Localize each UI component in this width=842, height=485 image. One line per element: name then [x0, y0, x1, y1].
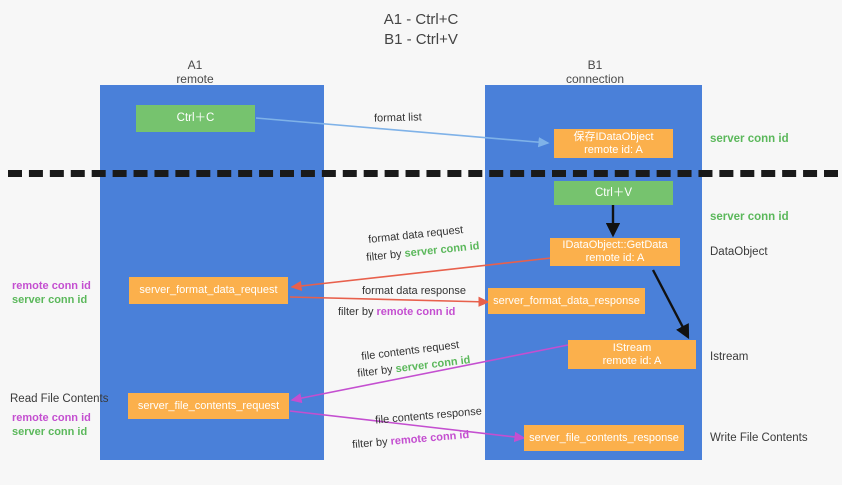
label-read-file-contents-text: Read File Contents — [10, 393, 109, 405]
title-line-2: B1 - Ctrl+V — [384, 31, 458, 48]
caption-format-data-response-filter-token: remote conn id — [376, 306, 456, 318]
label-write-file-contents-text: Write File Contents — [710, 432, 808, 444]
column-header-b1: B1 connection — [530, 58, 660, 86]
box-istream[interactable]: IStream remote id: A — [568, 340, 696, 369]
conn-stack-file-remote: remote conn id — [12, 412, 91, 424]
conn-stack-format: remote conn id server conn id — [12, 279, 91, 307]
label-dataobject: DataObject — [710, 245, 768, 260]
column-a1-sub: remote — [176, 72, 214, 86]
box-ctrl-v[interactable]: Ctrl＋V — [554, 181, 673, 205]
caption-format-data-response-filter-prefix: filter by — [338, 306, 377, 318]
caption-format-data-response: format data response — [362, 284, 466, 298]
caption-format-list-text: format list — [373, 111, 422, 125]
arrow-format-data-request — [290, 257, 552, 292]
box-save-idataobject-line2: remote id: A — [584, 143, 643, 156]
box-idataobject-getdata-line2: remote id: A — [585, 252, 645, 264]
arrow-file-contents-request — [290, 344, 569, 404]
box-istream-line2: remote id: A — [602, 354, 662, 367]
conn-stack-format-server: server conn id — [12, 294, 88, 306]
diagram-title: A1 - Ctrl+C B1 - Ctrl+V — [0, 10, 842, 50]
box-server-format-data-response-label: server_format_data_response — [493, 294, 640, 307]
label-server-conn-id-top: server conn id — [710, 132, 789, 147]
box-server-format-data-response[interactable]: server_format_data_response — [488, 288, 645, 314]
column-b1-name: B1 — [587, 58, 603, 72]
label-server-conn-id-mid: server conn id — [710, 210, 789, 225]
conn-stack-file-server: server conn id — [12, 426, 88, 438]
box-server-file-contents-request[interactable]: server_file_contents_request — [128, 393, 289, 419]
box-server-format-data-request-label: server_format_data_request — [139, 284, 278, 296]
caption-format-data-response-text: format data response — [362, 285, 466, 297]
column-header-a1: A1 remote — [130, 58, 260, 86]
box-ctrl-v-label: Ctrl＋V — [594, 186, 633, 199]
label-dataobject-text: DataObject — [710, 246, 768, 258]
box-server-format-data-request[interactable]: server_format_data_request — [129, 277, 288, 304]
box-ctrl-c[interactable]: Ctrl＋C — [136, 105, 255, 132]
box-server-file-contents-response[interactable]: server_file_contents_response — [524, 425, 684, 451]
box-istream-line1: IStream — [612, 341, 652, 354]
box-server-file-contents-request-label: server_file_contents_request — [137, 399, 280, 412]
arrow-file-contents-response — [289, 410, 526, 442]
box-save-idataobject[interactable]: 保存IDataObject remote id: A — [554, 129, 673, 158]
label-istream: Istream — [710, 350, 748, 365]
phase-divider-dashed-line — [8, 170, 838, 177]
column-a1-name: A1 — [187, 58, 203, 72]
box-ctrl-c-label: Ctrl＋C — [176, 112, 215, 124]
column-b1-sub: connection — [565, 72, 625, 86]
caption-format-data-response-filter: filter by remote conn id — [338, 305, 455, 319]
label-istream-text: Istream — [710, 351, 749, 363]
conn-stack-file: remote conn id server conn id — [12, 411, 91, 439]
arrow-getdata-to-istream — [651, 269, 690, 340]
conn-stack-format-remote: remote conn id — [12, 280, 91, 292]
arrow-format-list — [255, 117, 550, 148]
box-server-file-contents-response-label: server_file_contents_response — [529, 431, 679, 444]
arrow-format-data-response — [289, 296, 490, 307]
label-server-conn-id-mid-text: server conn id — [710, 211, 789, 223]
label-read-file-contents: Read File Contents — [10, 392, 108, 407]
box-save-idataobject-line1: 保存IDataObject — [573, 130, 654, 143]
box-idataobject-getdata-line1: IDataObject::GetData — [562, 239, 668, 251]
title-line-1: A1 - Ctrl+C — [383, 11, 459, 28]
box-idataobject-getdata[interactable]: IDataObject::GetData remote id: A — [550, 238, 680, 266]
caption-format-list: format list — [374, 110, 422, 125]
label-server-conn-id-top-text: server conn id — [710, 133, 789, 145]
label-write-file-contents: Write File Contents — [710, 431, 808, 446]
caption-file-contents-response-filter-prefix: filter by — [351, 435, 392, 452]
